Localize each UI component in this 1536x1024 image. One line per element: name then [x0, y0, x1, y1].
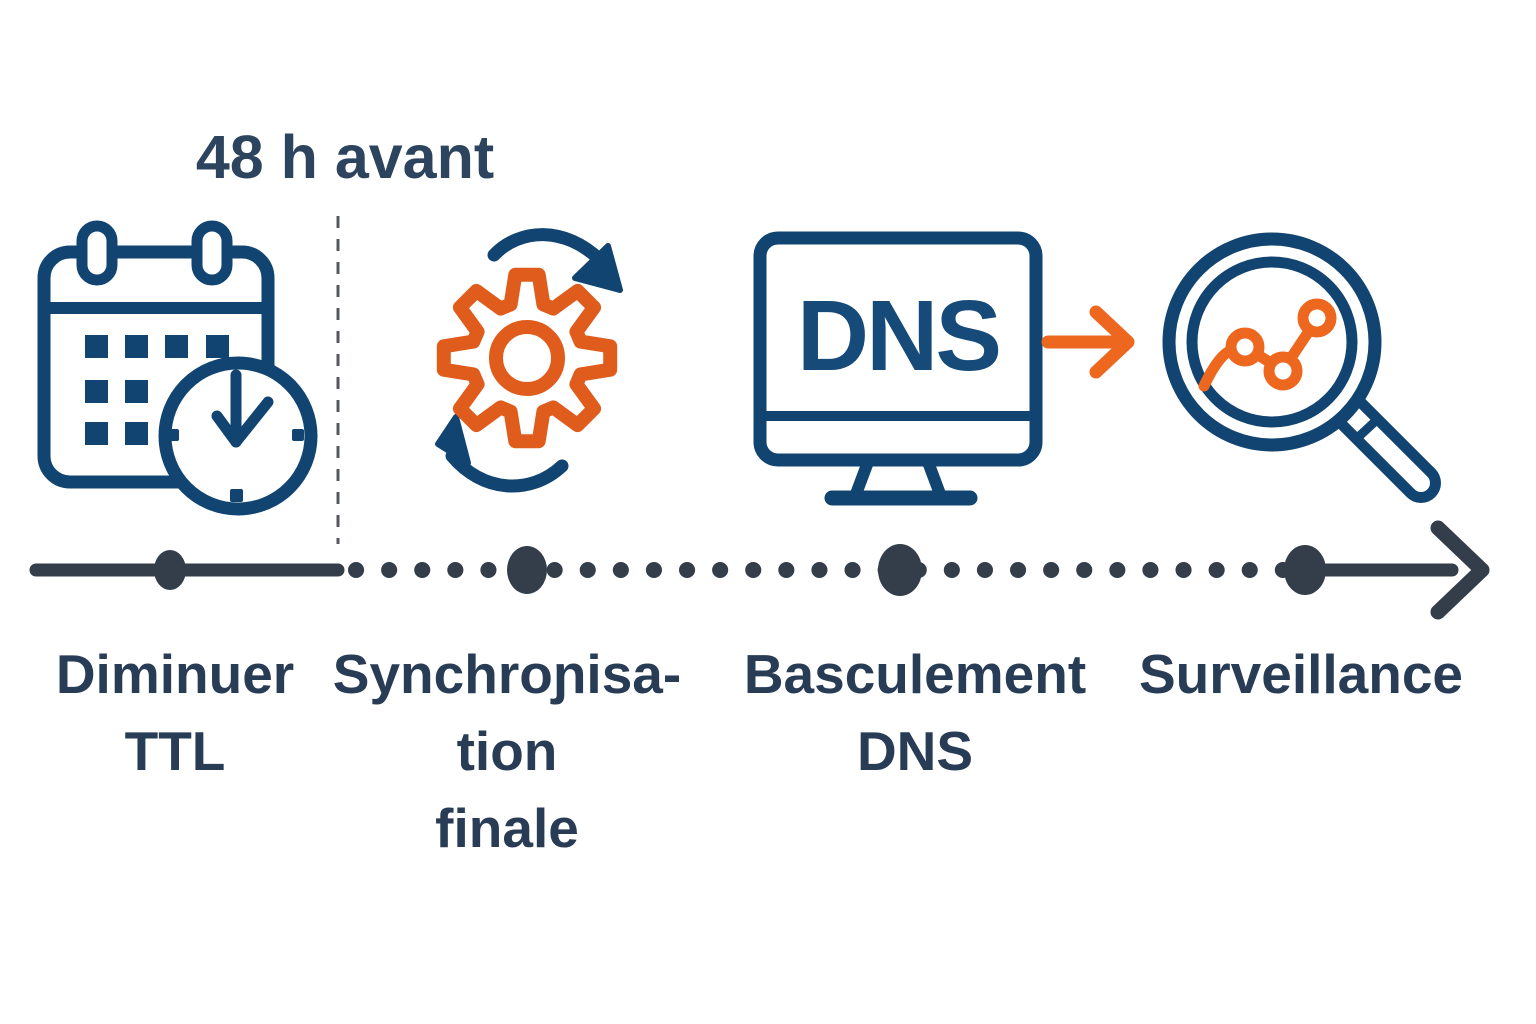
clock-down-arrow [211, 369, 274, 448]
gear-hole [489, 320, 565, 396]
step-label-diminuer-ttl: Diminuer TTL [0, 636, 365, 790]
step-label-line: finale [435, 797, 579, 859]
monitor-stand [824, 456, 978, 506]
magnifier-handle [1329, 391, 1441, 503]
step-label-surveillance: Surveillance [1111, 636, 1491, 713]
header-48h-avant: 48 h avant [195, 123, 495, 191]
calendar-clock-icon [37, 220, 318, 516]
calendar-date-squares [85, 335, 229, 445]
sync-gear-icon [435, 228, 623, 493]
monitor-screen [753, 231, 1043, 467]
dns-monitor-icon: DNS [753, 231, 1043, 506]
timeline-node-2 [507, 546, 547, 594]
step-label-line: Diminuer [55, 643, 295, 705]
timeline-node-1 [154, 550, 186, 590]
orange-transition-arrow-icon [1041, 305, 1135, 379]
sync-arrowheads [435, 243, 623, 466]
step-label-line: DNS [856, 720, 974, 782]
step-label-synchronisation-finale: Synchroɲisa- tion finale [317, 636, 697, 867]
step-label-line: tion [456, 720, 558, 782]
magnifier-chart-icon [1162, 232, 1441, 503]
timeline-node-4 [1284, 545, 1326, 595]
step-label-line: Synchroɲisa- [332, 643, 682, 705]
step-label-line: Surveillance [1138, 643, 1464, 705]
timeline-arrowhead-icon [1430, 520, 1490, 620]
step-label-basculement-dns: Basculement DNS [725, 636, 1105, 790]
magnifier-inner-ring [1186, 256, 1358, 428]
sync-arrows [445, 228, 607, 493]
step-label-line: Basculement [743, 643, 1087, 705]
lens-line-chart [1198, 298, 1337, 392]
clock-ticks [167, 429, 304, 502]
monitor-dns-text: DNS [797, 280, 999, 392]
timeline [29, 520, 1490, 620]
timeline-node-3 [878, 544, 922, 596]
step-label-line: TTL [124, 720, 226, 782]
